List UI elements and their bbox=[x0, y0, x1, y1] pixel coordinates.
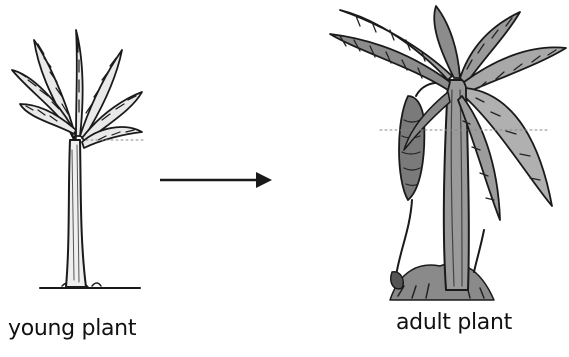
adult-plant-label: adult plant bbox=[396, 310, 512, 335]
adult-banana-plant-icon bbox=[330, 6, 566, 300]
young-plant-label: young plant bbox=[8, 316, 136, 341]
right-arrow-icon bbox=[160, 172, 272, 188]
young-banana-plant-icon bbox=[12, 30, 146, 288]
